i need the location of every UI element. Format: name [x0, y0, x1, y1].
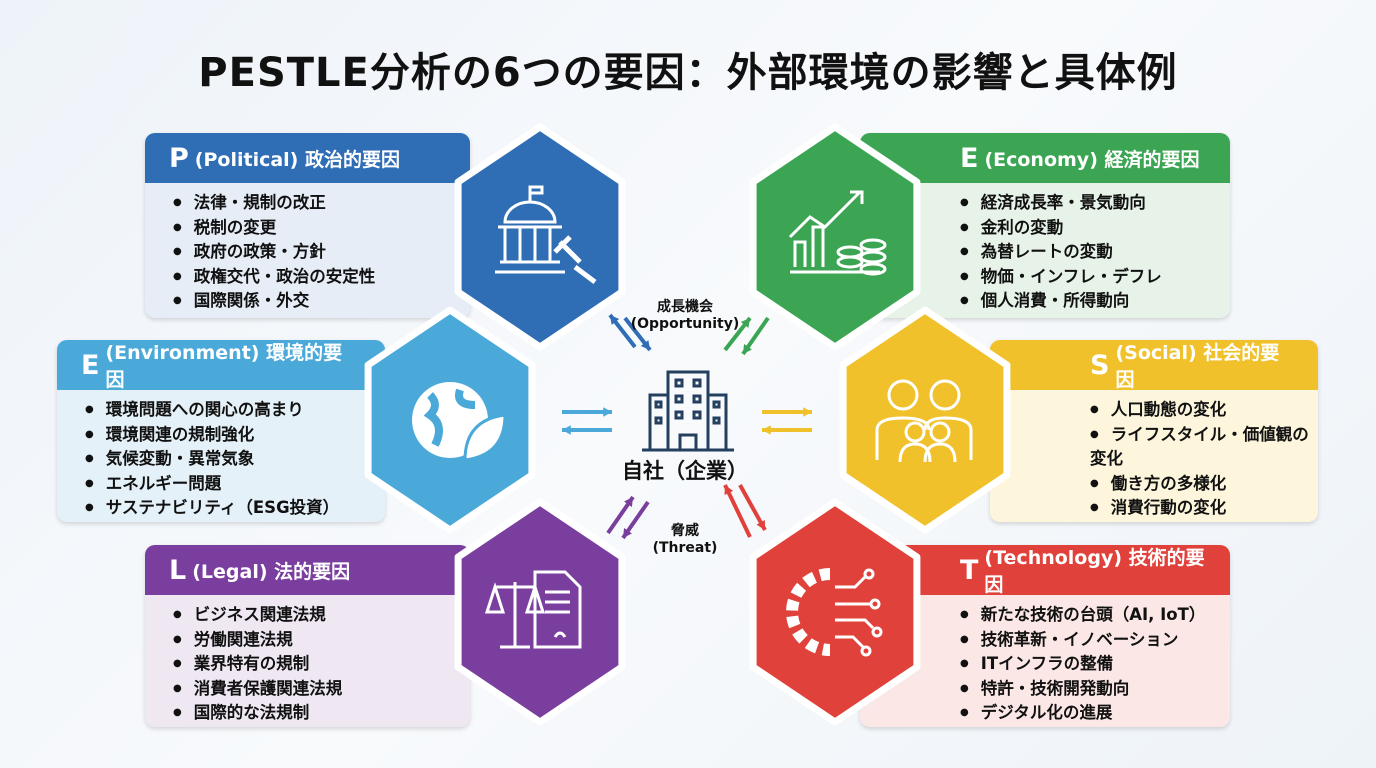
card-header: E(Economy) 経済的要因: [860, 133, 1230, 183]
card-header: T(Technology) 技術的要因: [860, 545, 1230, 596]
list-item: 金利の変動: [960, 216, 1230, 241]
family-icon: [875, 379, 973, 463]
hexagon-economy: [749, 123, 921, 351]
arrow-icon: [562, 425, 612, 435]
factor-list: 環境問題への関心の高まり環境関連の規制強化気候変動・異常気象エネルギー問題サステ…: [57, 390, 385, 521]
list-item: 経済成長率・景気動向: [960, 191, 1230, 216]
list-item: 人口動態の変化: [1090, 398, 1318, 423]
gear-circuit-icon: [786, 568, 883, 657]
arrow-icon: [621, 500, 650, 540]
card-environment: E(Environment) 環境的要因環境問題への関心の高まり環境関連の規制強…: [57, 340, 385, 522]
list-item: 個人消費・所得動向: [960, 289, 1230, 314]
card-header: S(Social) 社会的要因: [990, 340, 1318, 391]
list-item: 税制の変更: [173, 216, 470, 241]
list-item: 政権交代・政治の安定性: [173, 265, 470, 290]
list-item: サステナビリティ（ESG投資）: [85, 496, 385, 521]
arrow-icon: [562, 407, 612, 417]
factor-letter: T: [960, 554, 979, 586]
hexagon-legal: [454, 498, 626, 726]
factor-letter: L: [169, 554, 187, 586]
factor-list: ビジネス関連法規労働関連法規業界特有の規制消費者保護関連法規国際的な法規制: [145, 595, 470, 726]
arrow-icon: [608, 313, 637, 349]
list-item: ビジネス関連法規: [173, 603, 470, 628]
list-item: 国際関係・外交: [173, 289, 470, 314]
factor-list: 新たな技術の台頭（AI, IoT）技術革新・イノベーションITインフラの整備特許…: [860, 595, 1230, 726]
page-title: PESTLE分析の6つの要因：外部環境の影響と具体例: [198, 50, 1178, 96]
list-item: 為替レートの変動: [960, 240, 1230, 265]
capitol-gavel-icon: [495, 185, 597, 284]
list-item: 技術革新・イノベーション: [960, 628, 1230, 653]
factor-title: (Political) 政治的要因: [194, 148, 400, 171]
card-economy: E(Economy) 経済的要因経済成長率・景気動向金利の変動為替レートの変動物…: [860, 133, 1230, 318]
arrow-icon: [762, 425, 812, 435]
arrow-icon: [762, 407, 812, 417]
card-legal: L(Legal) 法的要因ビジネス関連法規労働関連法規業界特有の規制消費者保護関…: [145, 545, 470, 727]
factor-title: (Environment) 環境的要因: [105, 342, 343, 391]
factor-title: (Economy) 経済的要因: [984, 148, 1200, 171]
factor-list: 経済成長率・景気動向金利の変動為替レートの変動物価・インフレ・デフレ個人消費・所…: [860, 183, 1230, 314]
hexagon-social: [839, 306, 1011, 534]
list-item: 物価・インフレ・デフレ: [960, 265, 1230, 290]
hexagon-technology: [749, 498, 921, 726]
list-item: 国際的な法規制: [173, 701, 470, 726]
list-item: ライフスタイル・価値観の変化: [1090, 423, 1318, 472]
list-item: 消費行動の変化: [1090, 496, 1318, 521]
hexagon-political: [454, 123, 626, 351]
globe-leaf-icon: [412, 382, 507, 462]
list-item: 働き方の多様化: [1090, 472, 1318, 497]
company-label: 自社（企業）: [622, 459, 748, 483]
card-technology: T(Technology) 技術的要因新たな技術の台頭（AI, IoT）技術革新…: [860, 545, 1230, 727]
arrow-icon: [623, 316, 652, 352]
factor-letter: P: [169, 142, 189, 174]
list-item: 特許・技術開発動向: [960, 677, 1230, 702]
factor-list: 人口動態の変化ライフスタイル・価値観の変化働き方の多様化消費行動の変化教育・健康…: [990, 390, 1318, 522]
factor-letter: S: [1090, 349, 1110, 381]
factor-title: (Legal) 法的要因: [192, 560, 351, 583]
card-political: P(Political) 政治的要因法律・規制の改正税制の変更政府の政策・方針政…: [145, 133, 470, 318]
factor-list: 法律・規制の改正税制の変更政府の政策・方針政権交代・政治の安定性国際関係・外交: [145, 183, 470, 314]
arrow-icon: [723, 484, 752, 538]
threat-en: (Threat): [652, 540, 718, 556]
threat-jp: 脅威: [671, 523, 699, 539]
opportunity-jp: 成長機会: [657, 299, 713, 315]
opportunity-label: 成長機会(Opportunity): [620, 296, 750, 332]
list-item: 労働関連法規: [173, 628, 470, 653]
card-header: L(Legal) 法的要因: [145, 545, 470, 595]
growth-chart-coins-icon: [788, 190, 887, 276]
list-item: 環境関連の規制強化: [85, 423, 385, 448]
factor-title: (Social) 社会的要因: [1115, 342, 1280, 391]
scales-document-icon: [484, 570, 582, 649]
list-item: 政府の政策・方針: [173, 240, 470, 265]
card-social: S(Social) 社会的要因人口動態の変化ライフスタイル・価値観の変化働き方の…: [990, 340, 1318, 522]
arrow-icon: [738, 484, 767, 531]
building-icon: [642, 370, 734, 452]
list-item: 環境問題への関心の高まり: [85, 398, 385, 423]
factor-letter: E: [81, 349, 100, 381]
list-item: 消費者保護関連法規: [173, 677, 470, 702]
list-item: エネルギー問題: [85, 472, 385, 497]
list-item: デジタル化の進展: [960, 701, 1230, 726]
arrow-icon: [741, 316, 770, 356]
hexagon-environment: [364, 306, 536, 534]
arrow-icon: [723, 316, 752, 352]
list-item: 気候変動・異常気象: [85, 447, 385, 472]
opportunity-en: (Opportunity): [630, 316, 740, 332]
threat-label: 脅威(Threat): [620, 520, 750, 556]
arrow-icon: [606, 495, 635, 535]
card-header: E(Environment) 環境的要因: [57, 340, 385, 391]
card-header: P(Political) 政治的要因: [145, 133, 470, 183]
list-item: 新たな技術の台頭（AI, IoT）: [960, 603, 1230, 628]
factor-letter: E: [960, 142, 979, 174]
factor-title: (Technology) 技術的要因: [984, 547, 1205, 596]
list-item: 法律・規制の改正: [173, 191, 470, 216]
list-item: 業界特有の規制: [173, 652, 470, 677]
list-item: ITインフラの整備: [960, 652, 1230, 677]
